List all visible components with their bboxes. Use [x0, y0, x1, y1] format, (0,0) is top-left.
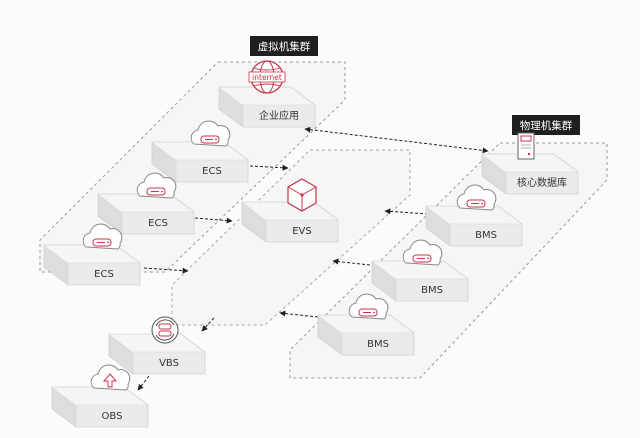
cloud-server-icon	[456, 184, 497, 211]
node-label-vbs: VBS	[159, 358, 179, 369]
node-ecs-2[interactable]: ECS	[97, 172, 195, 235]
arrow-ecs1-evs	[249, 164, 289, 171]
virtual-cluster-tag: 虚拟机集群	[250, 36, 318, 56]
node-enterprise-app[interactable]: internet 企业应用	[218, 60, 316, 128]
arrow-storage-vbs	[201, 317, 215, 332]
internet-icon-text: internet	[252, 73, 282, 82]
cloud-server-icon	[190, 120, 231, 147]
virtual-cluster-title: 虚拟机集群	[258, 40, 311, 53]
internet-globe-icon: internet	[248, 60, 286, 94]
cloud-server-icon	[402, 239, 443, 266]
connections	[137, 126, 489, 391]
node-label-core-db: 核心数据库	[517, 176, 567, 189]
node-label-bms-2: BMS	[421, 285, 443, 296]
node-label-evs: EVS	[292, 226, 312, 237]
node-obs[interactable]: OBS	[51, 364, 149, 428]
storage-cube-icon	[287, 178, 317, 212]
arrow-ecs3-storage	[143, 267, 189, 274]
server-rack-icon	[517, 132, 535, 160]
backup-cycle-icon	[151, 316, 179, 344]
node-vbs[interactable]: VBS	[108, 316, 206, 375]
node-label-enterprise-app: 企业应用	[259, 109, 299, 122]
node-bms-1[interactable]: BMS	[425, 184, 523, 247]
arrow-bms1-evs	[384, 208, 429, 215]
physical-cluster-tag: 物理机集群	[512, 115, 580, 135]
node-ecs-3[interactable]: ECS	[43, 223, 141, 286]
node-label-ecs-2: ECS	[148, 218, 168, 229]
arrow-vbs-obs	[137, 375, 150, 391]
node-label-ecs-1: ECS	[202, 166, 222, 177]
arrow-bms2-storage	[332, 258, 371, 266]
node-ecs-1[interactable]: ECS	[151, 120, 249, 183]
cloud-server-icon	[136, 172, 177, 199]
node-bms-2[interactable]: BMS	[371, 239, 469, 302]
node-core-db[interactable]: 核心数据库	[481, 132, 579, 195]
node-label-bms-1: BMS	[475, 230, 497, 241]
node-evs[interactable]: EVS	[241, 178, 339, 243]
node-bms-3[interactable]: BMS	[317, 293, 415, 356]
cloud-server-icon	[82, 223, 123, 250]
arrow-ecs2-evs	[194, 217, 233, 224]
cloud-upload-icon	[90, 364, 131, 391]
arrow-app-core-db	[304, 126, 489, 154]
node-label-obs: OBS	[102, 411, 123, 422]
node-label-ecs-3: ECS	[94, 269, 114, 280]
cloud-server-icon	[348, 293, 389, 320]
node-label-bms-3: BMS	[367, 339, 389, 350]
arrow-bms3-storage	[279, 310, 319, 318]
physical-cluster-title: 物理机集群	[520, 119, 573, 132]
